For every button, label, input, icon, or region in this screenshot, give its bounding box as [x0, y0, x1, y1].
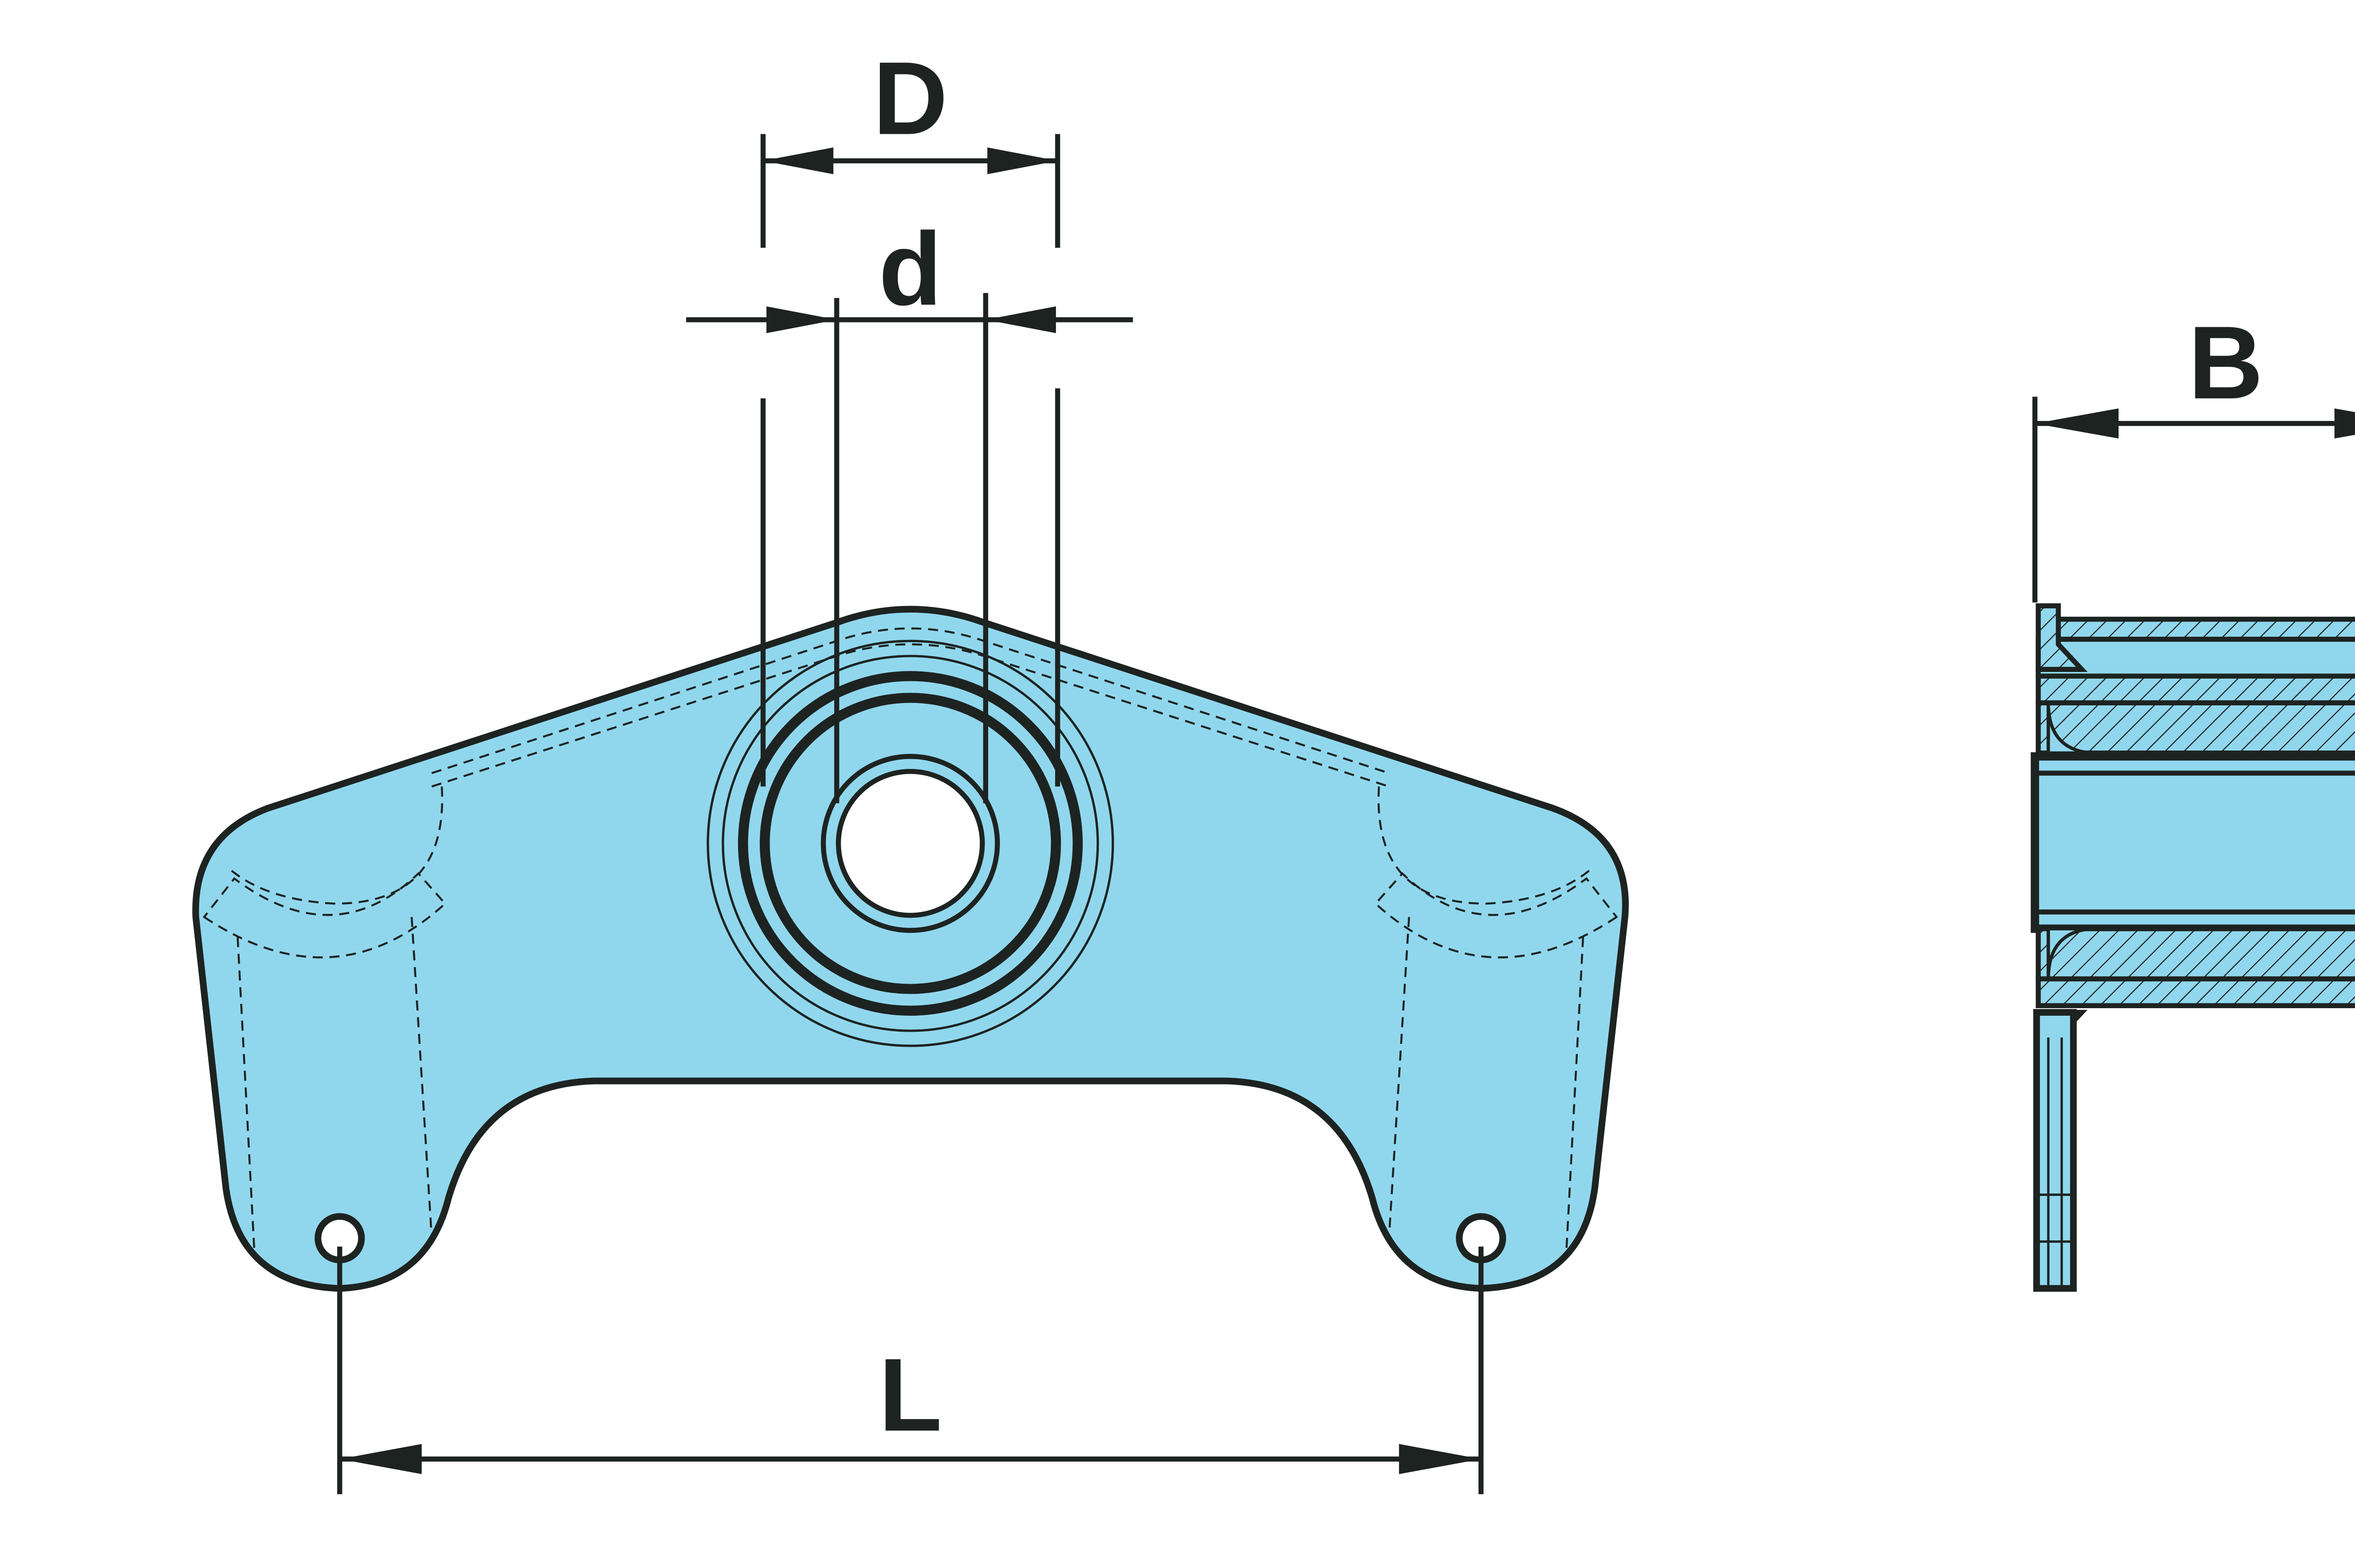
center-hole [836, 769, 985, 918]
dimension-D: D [760, 40, 1060, 248]
front-view [192, 606, 1629, 1292]
dimension-L: L [337, 1246, 1484, 1495]
label-D: D [873, 40, 948, 156]
dimension-d: d [686, 211, 1133, 803]
hidden-lines [203, 627, 1618, 1252]
label-d: d [879, 211, 942, 327]
bushing [706, 639, 1114, 1047]
label-B: B [2188, 305, 2263, 420]
label-L: L [879, 1337, 942, 1453]
bracket-body [192, 606, 1629, 1292]
side-view: B [2030, 305, 2355, 1292]
